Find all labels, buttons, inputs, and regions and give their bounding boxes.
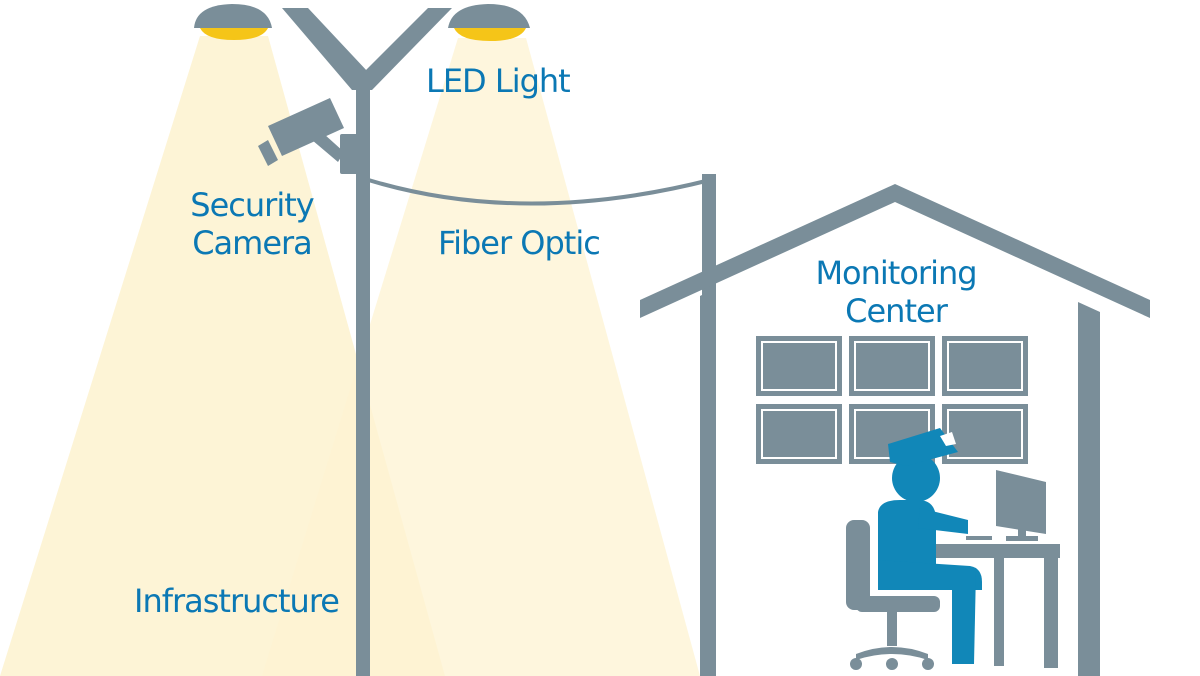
house-wall-right [1078,302,1100,676]
monitor-wall [756,336,1028,464]
house-icon [640,184,1150,676]
right-lamp-head [448,4,530,28]
monitor-screen [942,336,1028,396]
operator-shin [952,570,976,664]
chair-wheel [922,658,934,670]
desk-leg-back [994,556,1004,666]
monitor-frame [761,409,837,459]
chair-back [846,520,870,610]
camera-arm [312,134,344,162]
left-lamp-head [194,4,272,28]
lamp-arm-left [282,8,368,90]
chair-wheel [850,658,862,670]
security-camera-label-line1: Security [190,186,313,224]
light-beams [0,36,700,676]
right-lamp-bulb [454,28,526,41]
desk-top [936,544,1060,558]
operator-cap-badge [940,432,956,446]
computer-screen [996,470,1046,534]
desk-leg [1044,556,1058,668]
street-lamp-icon [194,4,530,676]
monitor-frame [761,341,837,391]
infrastructure-label: Infrastructure [134,582,339,620]
monitoring-center-label-line2: Center [845,292,949,330]
desk-icon [936,544,1060,668]
monitor-screen [756,336,842,396]
led-light-label: LED Light [426,62,570,100]
security-camera-icon [258,98,358,174]
keyboard [966,536,992,540]
operator-arm [918,508,968,534]
operator-head [892,454,940,502]
office-chair-icon [846,520,940,670]
left-lamp-bulb [200,28,268,40]
diagram-labels: LED Light Security Camera Fiber Optic Mo… [134,62,978,620]
operator-cap [888,428,958,466]
computer-stand [1018,528,1026,538]
computer-monitor-icon [966,470,1046,541]
monitor-frame [947,341,1023,391]
monitor-screen [849,336,935,396]
lamp-pole [356,86,370,676]
camera-body [268,98,344,156]
security-camera-label-line2: Camera [192,224,312,262]
monitoring-center-label-line1: Monitoring [815,254,976,292]
computer-base [1006,536,1038,541]
camera-mount [340,134,358,174]
camera-lens-hood [258,140,278,166]
chair-post [887,612,897,646]
chair-base [856,647,928,660]
fiber-optic-label: Fiber Optic [438,224,600,262]
right-light-beam [262,38,700,676]
fiber-optic-cable [361,176,711,206]
house-wall-left [700,288,716,676]
chair-wheel [886,658,898,670]
chair-seat [856,596,940,612]
monitor-screen [756,404,842,464]
monitor-frame [854,341,930,391]
lamp-arm-right [356,8,452,90]
person-at-desk-icon [878,428,982,664]
monitor-screen [942,404,1028,464]
